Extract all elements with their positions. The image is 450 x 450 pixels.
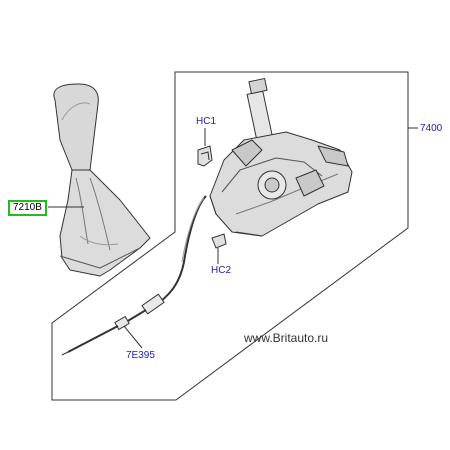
watermark-text: www.Britauto.ru [244,331,329,345]
callout-hc1: HC1 [196,116,217,127]
leader-lines [48,127,418,349]
lever-tip [248,77,268,95]
callout-7e395: 7E395 [126,350,155,361]
callout-7400: 7400 [420,123,443,134]
gear-knob-boot-drawing [53,83,151,277]
callout-hc2: HC2 [211,265,232,276]
leader-7e395 [123,325,143,349]
clip-hc1-drawing [197,145,213,167]
assembly-frame [51,71,409,401]
shift-cable-drawing [61,195,207,356]
clip-hc2-drawing [211,233,227,249]
callout-7210b: 7210B [8,200,47,216]
selector-assembly-drawing [209,77,353,237]
